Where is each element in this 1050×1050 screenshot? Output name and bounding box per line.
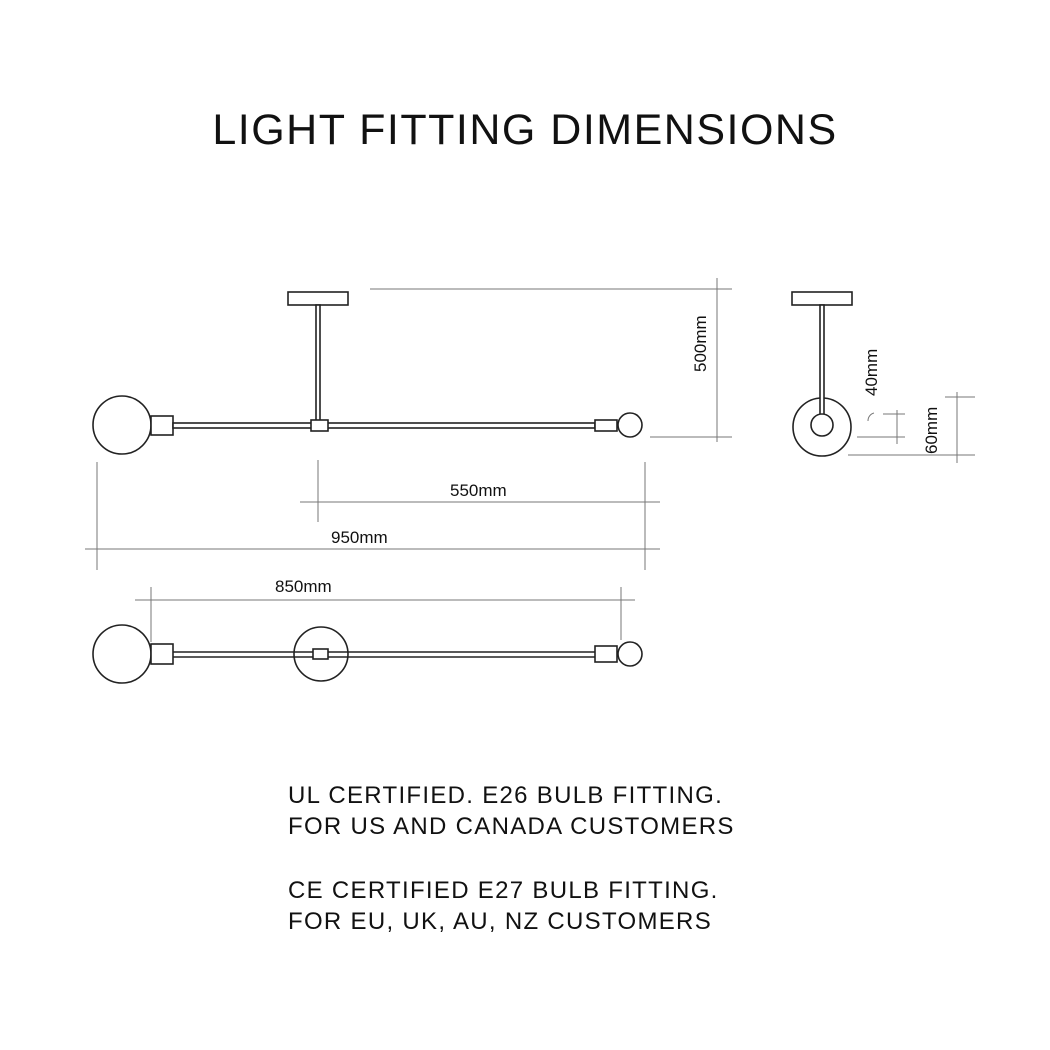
side-canopy — [791, 291, 853, 306]
stem — [315, 304, 321, 422]
note-eu-line2: FOR EU, UK, AU, NZ CUSTOMERS — [288, 908, 712, 935]
top-small-socket — [594, 645, 618, 663]
large-socket — [150, 415, 174, 436]
ceiling-canopy — [287, 291, 349, 306]
small-bulb — [617, 412, 643, 438]
dimension-center-to-end: 550mm — [300, 460, 660, 570]
dimension-small-bulb: 40mm — [857, 349, 905, 444]
side-stem — [819, 304, 825, 416]
center-to-end-label: 550mm — [450, 481, 507, 500]
dimension-bulb-spacing: 850mm — [135, 577, 635, 642]
arm-rod — [172, 422, 596, 429]
top-view — [92, 624, 643, 684]
top-large-bulb — [92, 624, 152, 684]
dimension-disc: 60mm — [848, 392, 975, 463]
bulb-spacing-label: 850mm — [275, 577, 332, 596]
small-socket — [594, 419, 618, 432]
top-connector — [312, 648, 329, 660]
side-view — [791, 291, 853, 457]
note-us-line1: UL CERTIFIED. E26 BULB FITTING. — [288, 782, 724, 809]
page-title: LIGHT FITTING DIMENSIONS — [212, 106, 838, 154]
side-bulb — [810, 413, 834, 437]
note-eu-line1: CE CERTIFIED E27 BULB FITTING. — [288, 877, 719, 904]
small-bulb-label: 40mm — [862, 349, 881, 396]
disc-label: 60mm — [922, 407, 941, 454]
dimension-overall-width: 950mm — [85, 462, 660, 570]
top-large-socket — [150, 643, 174, 665]
note-us: UL CERTIFIED. E26 BULB FITTING. FOR US A… — [288, 780, 735, 842]
note-eu: CE CERTIFIED E27 BULB FITTING. FOR EU, U… — [288, 875, 719, 937]
large-bulb — [92, 395, 152, 455]
note-us-line2: FOR US AND CANADA CUSTOMERS — [288, 813, 735, 840]
dimension-height: 500mm — [370, 278, 732, 442]
height-label: 500mm — [691, 315, 710, 372]
overall-width-label: 950mm — [331, 528, 388, 547]
front-view — [92, 291, 643, 455]
center-connector — [310, 419, 329, 432]
top-small-bulb — [617, 641, 643, 667]
